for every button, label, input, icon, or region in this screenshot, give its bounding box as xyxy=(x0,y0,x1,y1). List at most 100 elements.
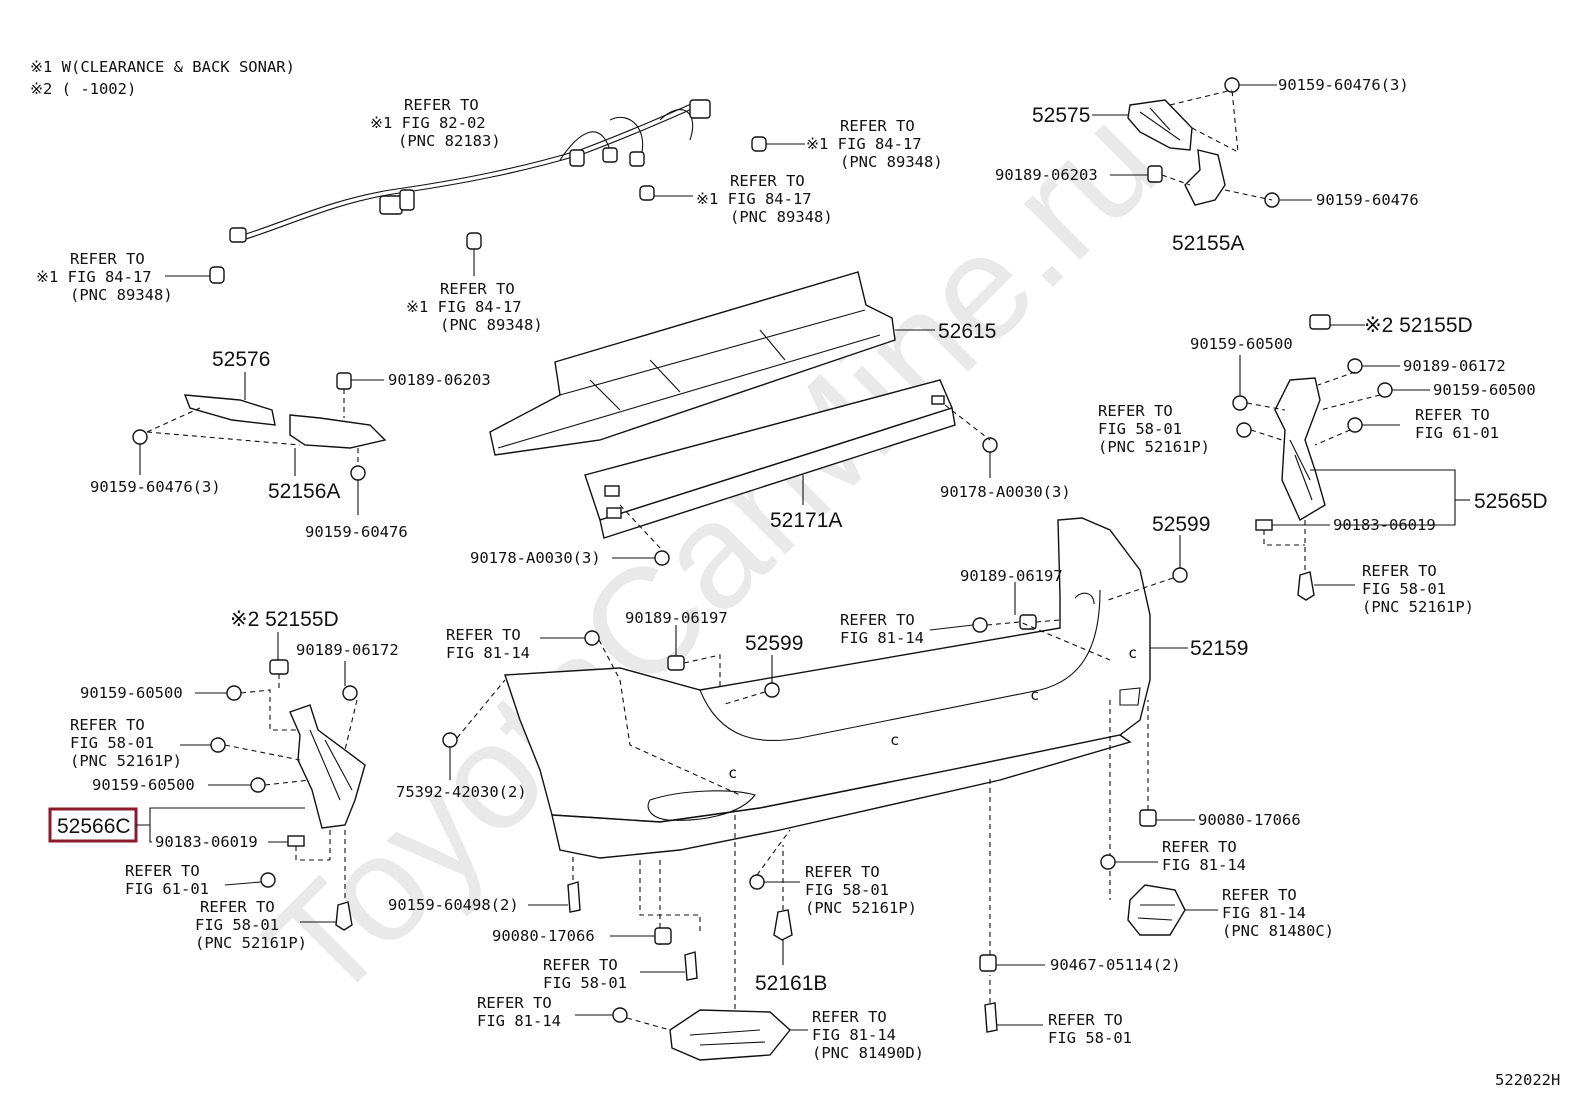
svg-text:REFER TO: REFER TO xyxy=(440,280,515,298)
clip-icon xyxy=(1147,165,1163,183)
svg-text:(PNC 52161P): (PNC 52161P) xyxy=(70,752,182,770)
nut-icon xyxy=(982,437,998,453)
label-a14: 90189-06197 xyxy=(625,609,728,627)
label-a7: 90178-A0030(3) xyxy=(940,483,1071,501)
clip-icon xyxy=(1019,614,1037,630)
svg-text:REFER TO: REFER TO xyxy=(805,863,880,881)
clip-icon xyxy=(1309,314,1331,330)
nut-icon xyxy=(1347,358,1363,374)
screw-icon xyxy=(350,465,366,481)
label-52161B: 52161B xyxy=(755,972,827,995)
reinforcement-52171A xyxy=(584,379,956,539)
label-a2: 90189-06203 xyxy=(995,166,1098,184)
watermark: ToyotaCarMine.ru xyxy=(234,77,1190,1033)
ref-left-58: REFER TO FIG 58-01 (PNC 52161P) xyxy=(70,716,182,770)
label-a6: 90159-60476 xyxy=(305,523,408,541)
ref-bottom-58: REFER TO FIG 58-01 xyxy=(543,956,627,992)
svg-text:(PNC 89348): (PNC 89348) xyxy=(840,153,943,171)
label-a15: 90189-06172 xyxy=(296,641,399,659)
ref-wire: REFER TO ※1 FIG 82-02 (PNC 82183) xyxy=(370,96,501,150)
label-52615: 52615 xyxy=(938,320,996,343)
nut-icon xyxy=(654,550,670,566)
clip-icon xyxy=(269,659,289,675)
svg-text:(PNC 81480C): (PNC 81480C) xyxy=(1222,922,1334,940)
svg-text:FIG 81-14: FIG 81-14 xyxy=(477,1012,561,1030)
ref-bottom-lamp: REFER TO FIG 81-14 (PNC 81490D) xyxy=(812,1008,924,1062)
clip-icon xyxy=(979,954,997,972)
svg-text:(PNC 52161P): (PNC 52161P) xyxy=(1362,598,1474,616)
label-a5: 90159-60476(3) xyxy=(90,478,221,496)
svg-text:FIG 81-14: FIG 81-14 xyxy=(1222,904,1306,922)
label-a21: 90159-60498(2) xyxy=(388,896,519,914)
clip-icon xyxy=(667,655,685,671)
svg-text:FIG 81-14: FIG 81-14 xyxy=(446,644,530,662)
svg-text:※1 FIG 84-17: ※1 FIG 84-17 xyxy=(806,135,922,153)
ref-bottom-81-14: REFER TO FIG 81-14 xyxy=(477,994,561,1030)
bracket-52565D xyxy=(1274,377,1326,522)
label-52566C: 52566C xyxy=(57,815,131,838)
label-a8: 90178-A0030(3) xyxy=(470,549,601,567)
svg-text:REFER TO: REFER TO xyxy=(840,611,915,629)
svg-text:REFER TO: REFER TO xyxy=(1222,886,1297,904)
ref-right-lamp: REFER TO FIG 81-14 (PNC 81480C) xyxy=(1222,886,1334,940)
ref-sonar-top-right: REFER TO ※1 FIG 84-17 (PNC 89348) xyxy=(806,117,943,171)
screw-icon xyxy=(226,685,242,701)
svg-text:(PNC 89348): (PNC 89348) xyxy=(730,208,833,226)
screw-icon xyxy=(972,617,988,633)
note-2: ※2 ( -1002) xyxy=(30,80,136,98)
label-52565D: 52565D xyxy=(1474,490,1548,513)
screw-icon xyxy=(1100,854,1116,870)
clip-icon xyxy=(749,874,765,890)
label-a20: 90080-17066 xyxy=(1198,811,1301,829)
note-1: ※1 W(CLEARANCE & BACK SONAR) xyxy=(30,58,295,76)
bracket-52576 xyxy=(183,394,276,426)
ref-center-81-14a: REFER TO FIG 81-14 xyxy=(840,611,924,647)
svg-text:REFER TO: REFER TO xyxy=(812,1008,887,1026)
clip-icon xyxy=(335,901,353,931)
label-a12: 90183-06019 xyxy=(1333,516,1436,534)
svg-text:REFER TO: REFER TO xyxy=(1098,402,1173,420)
clip-icon xyxy=(1347,417,1363,433)
ref-right-bottom-58: REFER TO FIG 58-01 (PNC 52161P) xyxy=(1362,562,1474,616)
ref-sonar-center: REFER TO ※1 FIG 84-17 (PNC 89348) xyxy=(406,280,543,334)
svg-text:c: c xyxy=(1030,686,1039,704)
ref-center-81-14c: REFER TO FIG 81-14 xyxy=(446,626,530,662)
ref-sonar-mid-right: REFER TO ※1 FIG 84-17 (PNC 89348) xyxy=(696,172,833,226)
clip-icon xyxy=(773,909,793,941)
svg-text:FIG 61-01: FIG 61-01 xyxy=(125,880,209,898)
fog-lamp-right xyxy=(1127,884,1186,936)
clip-icon xyxy=(210,737,226,753)
emblem-clip-icon xyxy=(442,732,458,748)
clip-icon xyxy=(336,372,352,390)
ref-bottom-right-58: REFER TO FIG 58-01 xyxy=(1048,1011,1132,1047)
bracket-52155A xyxy=(1184,149,1226,206)
screw-icon xyxy=(984,1002,998,1033)
svg-text:※1 FIG 84-17: ※1 FIG 84-17 xyxy=(406,298,522,316)
nut-icon xyxy=(342,685,358,701)
screw-icon xyxy=(132,429,148,445)
wire-harness xyxy=(229,99,711,243)
svg-text:REFER TO: REFER TO xyxy=(125,862,200,880)
svg-text:REFER TO: REFER TO xyxy=(840,117,915,135)
label-52155D-right: ※2 52155D xyxy=(1364,314,1473,337)
label-52575: 52575 xyxy=(1032,104,1090,127)
label-a17: 90159-60500 xyxy=(92,776,195,794)
clip-icon xyxy=(1236,422,1252,438)
sonar-sensor-icon xyxy=(165,136,805,284)
label-52159: 52159 xyxy=(1190,637,1248,660)
label-52599-right: 52599 xyxy=(1152,513,1210,536)
clip-icon xyxy=(287,835,305,847)
ref-center-58-01: REFER TO FIG 58-01 (PNC 52161P) xyxy=(805,863,917,917)
label-a23: 90467-05114(2) xyxy=(1050,956,1181,974)
svg-text:REFER TO: REFER TO xyxy=(446,626,521,644)
nut-icon xyxy=(1172,567,1188,583)
ref-left-bottom-58: REFER TO FIG 58-01 (PNC 52161P) xyxy=(195,898,307,952)
svg-text:REFER TO: REFER TO xyxy=(1048,1011,1123,1029)
label-a11: 90159-60500 xyxy=(1433,381,1536,399)
svg-text:REFER TO: REFER TO xyxy=(1415,406,1490,424)
svg-text:FIG 61-01: FIG 61-01 xyxy=(1415,424,1499,442)
svg-text:REFER TO: REFER TO xyxy=(70,250,145,268)
svg-text:FIG 58-01: FIG 58-01 xyxy=(1362,580,1446,598)
svg-text:FIG 58-01: FIG 58-01 xyxy=(805,881,889,899)
